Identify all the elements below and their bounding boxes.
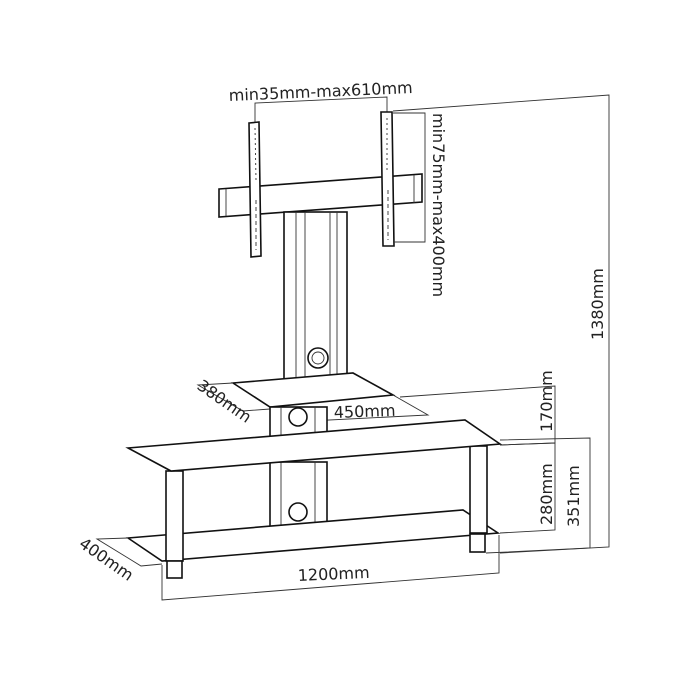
vesa-plate-right — [380, 111, 395, 247]
cable-port-icon — [307, 347, 329, 369]
middle-shelf — [125, 419, 503, 472]
middle-height-dimension: 351mm — [485, 437, 591, 554]
mount-crossbar — [218, 173, 423, 218]
top-shelf-width-label: 450mm — [333, 401, 395, 422]
middle-height-label: 351mm — [564, 465, 583, 527]
base-width-dimension: 1200mm — [161, 535, 500, 601]
mount-width-label: min35mm-max610mm — [228, 78, 413, 105]
top-shelf-width-dimension: 450mm — [289, 394, 430, 423]
leg-left — [165, 470, 184, 579]
base-depth-label: 400mm — [76, 534, 137, 585]
mount-height-dimension: min75mm-max400mm — [393, 112, 448, 297]
cable-port-icon — [288, 502, 308, 522]
cable-port-icon — [288, 407, 308, 427]
total-height-label: 1380mm — [588, 268, 607, 340]
bottom-shelf — [125, 509, 501, 562]
column-lower — [269, 461, 328, 529]
vesa-plate-left — [248, 121, 262, 258]
leg-right — [469, 445, 488, 553]
column-upper — [283, 211, 348, 383]
middle-gap-dimension: 280mm — [499, 442, 556, 534]
mount-height-label: min75mm-max400mm — [429, 113, 448, 297]
base-width-label: 1200mm — [297, 563, 370, 585]
top-gap-label: 170mm — [537, 370, 556, 432]
middle-gap-label: 280mm — [537, 463, 556, 525]
